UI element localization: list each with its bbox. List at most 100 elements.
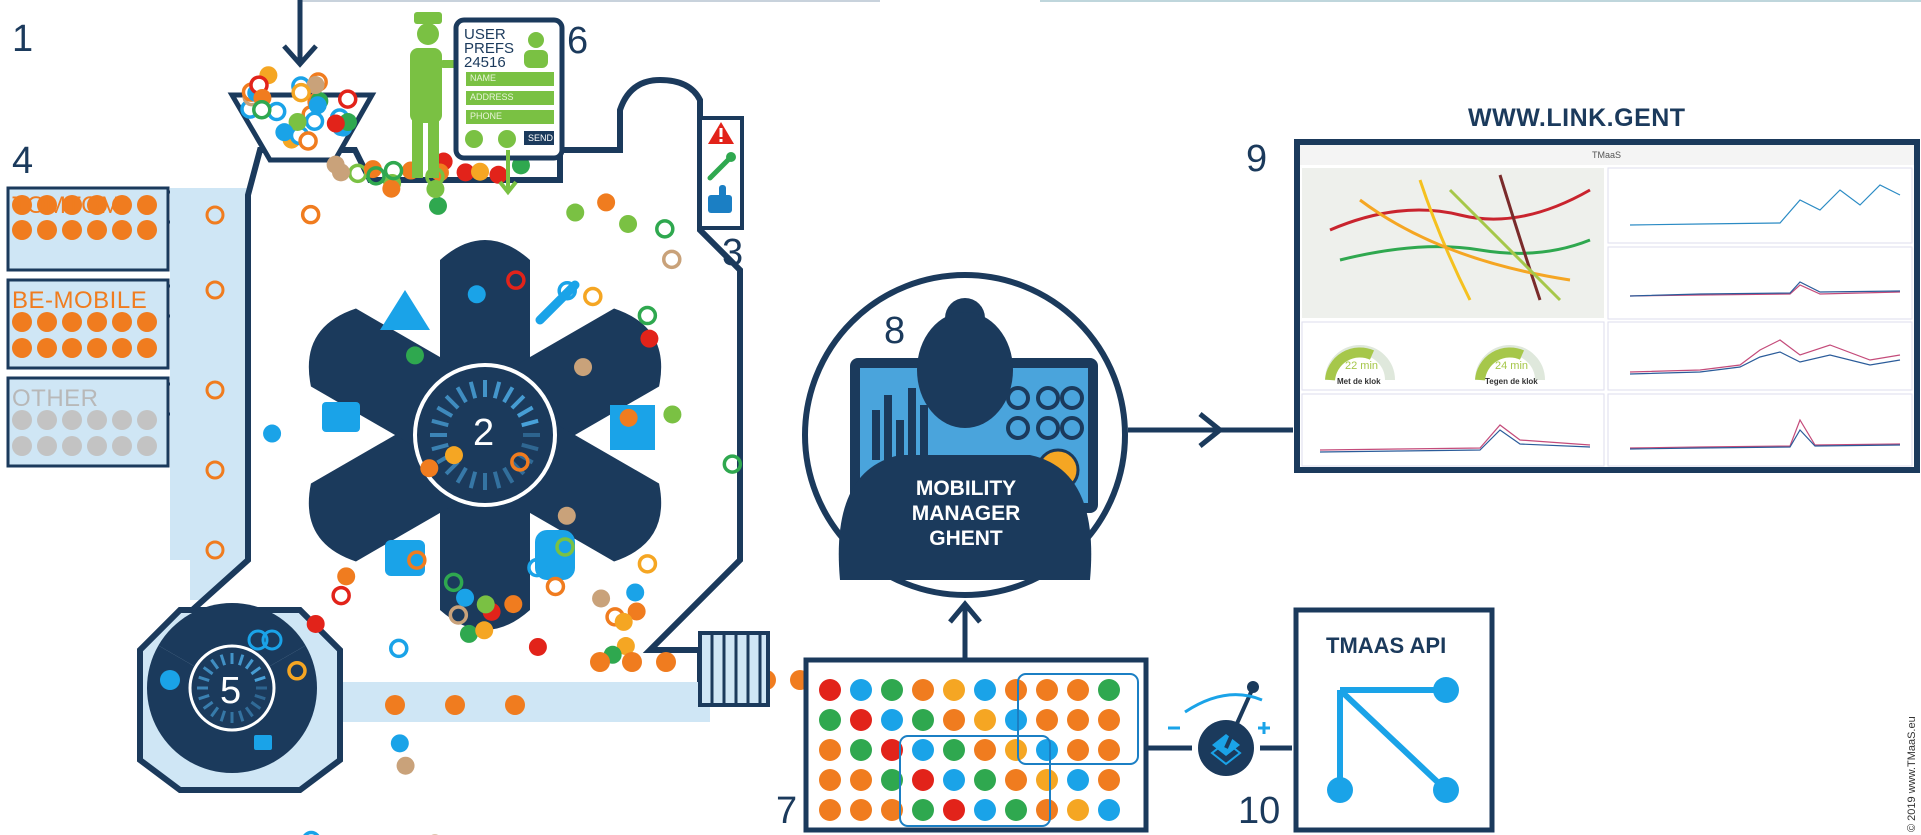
chart-panel-4 (1301, 393, 1605, 467)
side-conveyor (170, 188, 250, 600)
data-particle (456, 588, 475, 607)
data-particle (448, 605, 469, 625)
provider-dot (12, 220, 32, 240)
data-particle (326, 155, 345, 174)
storage-dot (943, 739, 965, 761)
funnel-particle (291, 82, 311, 103)
loading-tick (516, 405, 534, 418)
wheel-tick (202, 666, 214, 676)
data-particle (574, 358, 593, 377)
wheel-tick (250, 666, 262, 676)
arrow-down-icon (282, 0, 318, 68)
storage-dot (974, 769, 996, 791)
step-number-10: 10 (1238, 790, 1281, 832)
storage-dot (881, 709, 903, 731)
conveyor-particle (205, 205, 225, 225)
data-particle (459, 624, 478, 643)
step-number-6: 6 (567, 20, 589, 62)
mobility-manager-line3: GHENT (929, 527, 1003, 550)
funnel-particle (252, 99, 272, 120)
storage-dot (881, 679, 903, 701)
funnel-particle (304, 111, 325, 132)
chart-panel-2 (1607, 246, 1913, 320)
provider-label-bemobile: BE-MOBILE (12, 287, 148, 314)
loading-tick (455, 466, 468, 484)
provider-dot (37, 410, 57, 430)
mobility-manager-line2: MANAGER (911, 502, 1021, 525)
provider-dot (12, 338, 32, 358)
user-prefs-id: 24516 (464, 54, 506, 71)
data-particle (637, 554, 658, 574)
wheel-tick (237, 710, 245, 722)
funnel-particle (308, 96, 327, 115)
storage-dot (1036, 769, 1058, 791)
data-particle (428, 196, 447, 215)
storage-dot (1098, 799, 1120, 821)
provider-dot (12, 410, 32, 430)
storage-dot (1098, 769, 1120, 791)
provider-dot (137, 195, 157, 215)
step-number-7: 7 (776, 790, 798, 832)
provider-dot (137, 220, 157, 240)
provider-dot (87, 338, 107, 358)
data-particle (504, 595, 523, 614)
funnel-particle (275, 123, 294, 142)
data-particle (407, 550, 427, 570)
data-particle (640, 329, 659, 348)
thumbs-up-icon (708, 185, 732, 213)
conveyor-particle (590, 652, 610, 672)
conveyor-particle (656, 652, 676, 672)
prefs-field-name: NAME (470, 73, 497, 83)
wrench-icon (535, 280, 580, 325)
prefs-field-address: ADDRESS (470, 92, 514, 102)
storage-dot (850, 679, 872, 701)
storage-dot (1005, 769, 1027, 791)
data-particle (396, 756, 415, 775)
provider-dot (137, 338, 157, 358)
mobility-manager-line1: MOBILITY (915, 477, 1017, 500)
data-particle (627, 602, 646, 621)
layers-knob-icon (1146, 681, 1292, 776)
data-particle (626, 583, 645, 602)
data-particle (616, 637, 635, 656)
mobility-manager-circle (802, 272, 1128, 598)
data-particle (597, 193, 616, 212)
data-particle (527, 557, 547, 578)
data-particle (662, 249, 682, 270)
provider-dot (37, 195, 57, 215)
provider-dot (87, 436, 107, 456)
loading-tick (502, 466, 515, 484)
storage-dot (1067, 739, 1089, 761)
provider-label-other: OTHER (12, 385, 99, 412)
storage-dot (912, 799, 934, 821)
provider-dot (87, 220, 107, 240)
storage-dot (974, 799, 996, 821)
loading-tick (468, 381, 478, 399)
user-prefs-title-line1: USER (464, 26, 506, 43)
storage-dot (943, 799, 965, 821)
provider-dot (112, 312, 132, 332)
provider-dot (62, 410, 82, 430)
dashboard-screen (1294, 139, 1920, 473)
data-particle (489, 165, 508, 184)
data-particle (444, 446, 463, 465)
data-particle (614, 612, 633, 631)
storage-dot (850, 709, 872, 731)
provider-dot (112, 410, 132, 430)
data-particle (557, 506, 576, 525)
data-particle (583, 286, 603, 307)
storage-dot (1067, 679, 1089, 701)
copyright-text: © 2019 www.TMaaS.eu (1906, 716, 1918, 832)
data-particle (619, 408, 638, 427)
storage-dot (974, 709, 996, 731)
connector-coil (698, 631, 770, 707)
data-particle (389, 638, 409, 659)
mobility-manager-label: MOBILITY MANAGER GHENT (866, 476, 1066, 551)
storage-dot (850, 769, 872, 791)
tmaas-api-box (1293, 607, 1495, 833)
funnel-particle (288, 112, 307, 131)
conveyor-particle (385, 695, 405, 715)
step-number-5: 5 (220, 670, 242, 712)
arrow-right-icon (1128, 412, 1293, 448)
data-particle (383, 160, 404, 181)
